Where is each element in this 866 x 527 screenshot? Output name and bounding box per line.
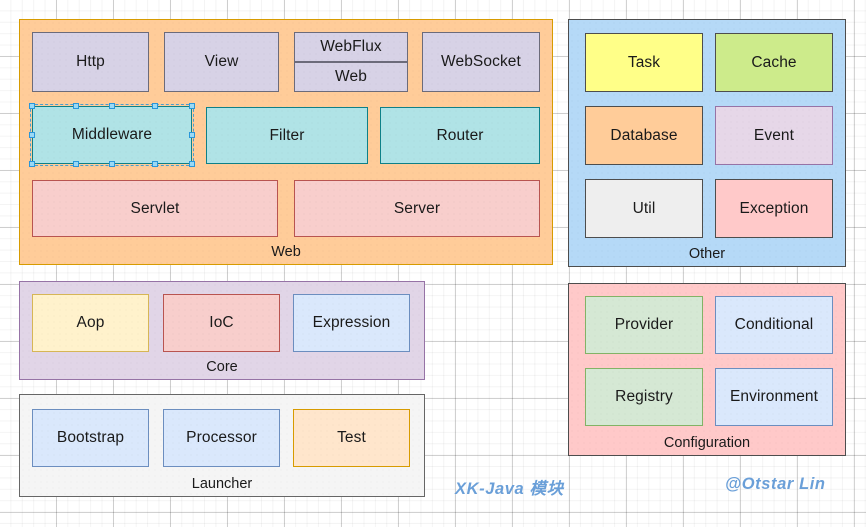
node-aop[interactable]: Aop <box>32 294 149 352</box>
node-ioc[interactable]: IoC <box>163 294 280 352</box>
resize-handle-s-quarter[interactable] <box>72 161 79 167</box>
node-processor[interactable]: Processor <box>163 409 280 467</box>
node-task[interactable]: Task <box>585 33 703 92</box>
node-web[interactable]: Web <box>294 62 408 92</box>
node-test-label: Test <box>337 429 366 447</box>
node-test[interactable]: Test <box>293 409 410 467</box>
node-web-label: Web <box>335 68 367 86</box>
node-registry[interactable]: Registry <box>585 368 703 426</box>
node-http-label: Http <box>76 53 105 71</box>
node-cache-label: Cache <box>751 53 797 71</box>
resize-handle-sw[interactable] <box>29 161 35 167</box>
group-web-label: Web <box>271 244 301 260</box>
node-bootstrap[interactable]: Bootstrap <box>32 409 149 467</box>
node-server-label: Server <box>393 199 441 217</box>
node-expression[interactable]: Expression <box>293 294 410 352</box>
node-environment[interactable]: Environment <box>715 368 833 426</box>
node-ioc-label: IoC <box>209 314 234 332</box>
node-event-label: Event <box>753 126 795 144</box>
resize-handle-n-quarter[interactable] <box>72 103 79 109</box>
node-expression-label: Expression <box>312 314 391 332</box>
resize-handle-s-three-quarter[interactable] <box>151 161 158 167</box>
resize-handle-s[interactable] <box>109 161 115 167</box>
node-processor-label: Processor <box>186 429 257 447</box>
node-provider[interactable]: Provider <box>585 296 703 354</box>
diagram-title-watermark: XK-Java 模块 <box>455 480 564 498</box>
node-task-label: Task <box>627 53 661 71</box>
node-registry-label: Registry <box>615 388 673 406</box>
node-aop-label: Aop <box>76 314 105 332</box>
node-middleware[interactable]: Middleware <box>29 103 195 167</box>
group-configuration-label: Configuration <box>663 435 751 451</box>
node-provider-label: Provider <box>614 316 674 334</box>
resize-handle-e[interactable] <box>189 132 195 138</box>
node-util-label: Util <box>632 199 656 217</box>
node-conditional-label: Conditional <box>734 316 814 334</box>
resize-handle-ne[interactable] <box>189 103 195 109</box>
node-filter-label: Filter <box>269 126 305 144</box>
node-websocket-label: WebSocket <box>441 53 521 71</box>
node-exception-label: Exception <box>739 199 809 217</box>
node-filter[interactable]: Filter <box>206 107 368 164</box>
node-server[interactable]: Server <box>294 180 540 237</box>
node-middleware-label: Middleware <box>71 126 153 144</box>
node-database[interactable]: Database <box>585 106 703 165</box>
group-launcher-label: Launcher <box>191 476 253 492</box>
group-other-label: Other <box>688 246 726 262</box>
node-view[interactable]: View <box>164 32 279 92</box>
resize-handle-n[interactable] <box>109 103 115 109</box>
node-bootstrap-label: Bootstrap <box>56 429 125 447</box>
node-servlet-label: Servlet <box>130 199 180 217</box>
node-database-label: Database <box>610 126 678 144</box>
node-environment-label: Environment <box>729 388 819 406</box>
node-cache[interactable]: Cache <box>715 33 833 92</box>
resize-handle-n-three-quarter[interactable] <box>151 103 158 109</box>
node-webflux[interactable]: WebFlux <box>294 32 408 62</box>
node-router[interactable]: Router <box>380 107 540 164</box>
node-util[interactable]: Util <box>585 179 703 238</box>
node-servlet[interactable]: Servlet <box>32 180 278 237</box>
resize-handle-w[interactable] <box>29 132 35 138</box>
group-core-label: Core <box>206 359 238 375</box>
node-event[interactable]: Event <box>715 106 833 165</box>
node-webflux-label: WebFlux <box>320 38 382 56</box>
author-watermark: @Otstar Lin <box>725 475 826 493</box>
node-websocket[interactable]: WebSocket <box>422 32 540 92</box>
resize-handle-se[interactable] <box>189 161 195 167</box>
node-exception[interactable]: Exception <box>715 179 833 238</box>
resize-handle-nw[interactable] <box>29 103 35 109</box>
node-http[interactable]: Http <box>32 32 149 92</box>
node-router-label: Router <box>436 126 484 144</box>
node-view-label: View <box>204 53 239 71</box>
node-conditional[interactable]: Conditional <box>715 296 833 354</box>
